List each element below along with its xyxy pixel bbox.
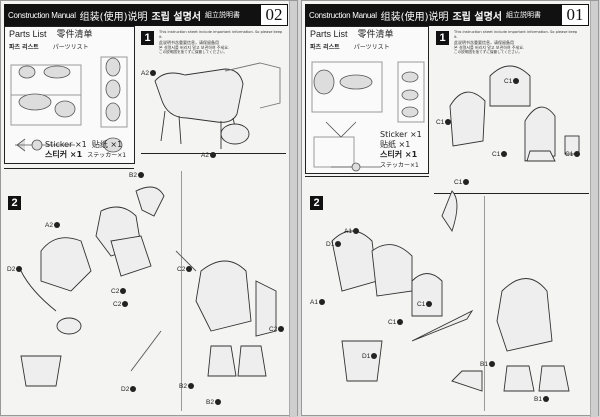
step-2-assembly-illustration <box>331 190 570 392</box>
horse-assembly-illustration <box>154 62 281 149</box>
step-number: 1 <box>141 31 154 45</box>
divider <box>4 168 134 169</box>
divider <box>181 171 182 411</box>
part-label: B1 <box>534 396 549 403</box>
step-number: 2 <box>310 196 323 210</box>
title-jp: 組立説明書 <box>505 11 541 19</box>
title-kr: 조립 설명서 <box>151 11 201 23</box>
title-jp: 組立説明書 <box>204 11 240 19</box>
part-label: D2 <box>7 266 23 273</box>
divider <box>305 176 429 177</box>
part-label: C2 <box>113 301 129 308</box>
body-assembly-illustration <box>449 65 580 162</box>
parts-runner-illustration <box>311 61 425 172</box>
part-label: C1 <box>565 151 581 158</box>
part-label: C1 <box>504 78 520 85</box>
step-1-panel: 1 This instruction sheet include importa… <box>430 26 590 166</box>
page-number: 02 <box>261 5 287 25</box>
manual-page-01: Construction Manual 组装(使用)说明 조립 설명서 組立説明… <box>301 0 599 417</box>
part-label: C1 <box>436 119 452 126</box>
page-edge <box>590 1 598 417</box>
part-label: C1 <box>492 151 508 158</box>
part-label: A2 <box>141 70 156 77</box>
title-cn: 组装(使用)说明 <box>380 11 449 23</box>
important-info-text: This instruction sheet include important… <box>454 30 578 54</box>
divider <box>141 153 286 154</box>
part-label: C1 <box>417 301 433 308</box>
title-en: Construction Manual <box>309 10 377 20</box>
title-en: Construction Manual <box>8 10 76 20</box>
title-kr: 조립 설명서 <box>452 11 502 23</box>
page-edge <box>289 1 297 417</box>
part-label: C2 <box>177 266 193 273</box>
divider <box>434 193 589 194</box>
part-label: C1 <box>388 319 404 326</box>
header-bar: Construction Manual 组装(使用)说明 조립 설명서 組立説明… <box>305 4 589 26</box>
step-number: 1 <box>436 31 449 45</box>
step-2-assembly-illustration <box>20 186 277 387</box>
part-label: D2 <box>121 386 137 393</box>
parts-runner-illustration <box>10 56 128 153</box>
part-label: C2 <box>269 326 285 333</box>
part-label: C1 <box>454 179 470 186</box>
manual-page-02: Construction Manual 组装(使用)说明 조립 설명서 組立説明… <box>0 0 298 417</box>
part-label: A2 <box>201 152 216 159</box>
page-number: 01 <box>562 5 588 25</box>
part-label: C2 <box>111 288 127 295</box>
part-label: A1 <box>344 228 359 235</box>
part-label: B1 <box>480 361 495 368</box>
divider <box>484 196 485 411</box>
sticker-note: Sticker ×1 贴纸 ×1 스티커 ×1 ステッカー×1 <box>45 140 127 159</box>
part-label: B2 <box>129 172 144 179</box>
part-label: D1 <box>362 353 378 360</box>
part-label: B2 <box>206 399 221 406</box>
header-bar: Construction Manual 组装(使用)说明 조립 설명서 組立説明… <box>4 4 288 26</box>
part-label: D1 <box>326 241 342 248</box>
title-cn: 组装(使用)说明 <box>79 11 148 23</box>
step-number: 2 <box>8 196 21 210</box>
step-1-panel: 1 This instruction sheet include importa… <box>135 26 288 166</box>
important-info-text: This instruction sheet include important… <box>159 30 283 54</box>
part-label: B2 <box>179 383 194 390</box>
part-label: A1 <box>310 299 325 306</box>
part-label: A2 <box>45 222 60 229</box>
